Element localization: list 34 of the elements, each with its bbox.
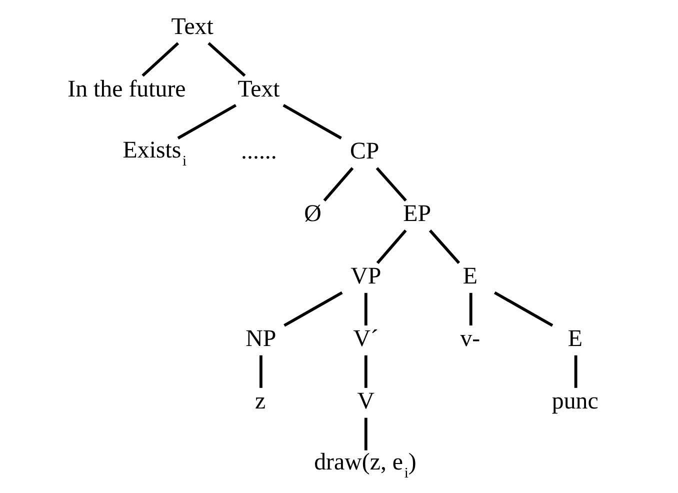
node-text: EP: [403, 201, 432, 228]
node-text: V: [357, 388, 375, 414]
connector: [284, 291, 343, 327]
connector: [469, 292, 472, 326]
connector: [208, 42, 246, 77]
node-text: Text: [238, 76, 280, 102]
node-text: E: [568, 326, 582, 352]
node-text: E: [462, 264, 478, 290]
connector: [494, 291, 554, 327]
connector: [574, 355, 578, 388]
connector: [364, 355, 368, 388]
node-text: NP: [246, 326, 276, 352]
node-text: Text: [171, 14, 214, 40]
connector: [364, 418, 368, 450]
node-text: z: [254, 388, 266, 414]
connector: [323, 167, 354, 202]
node-text: Ø: [304, 201, 322, 228]
node-text: Exists$_{i}$: [122, 137, 187, 170]
connector: [364, 292, 368, 326]
node-text: V´: [353, 326, 379, 352]
connector: [376, 167, 407, 202]
connector: [282, 104, 342, 140]
node-text: CP: [350, 138, 380, 165]
node-text: VP: [350, 264, 382, 290]
node-text: punc: [552, 388, 598, 414]
connector: [142, 42, 180, 77]
connector: [376, 230, 407, 264]
connector: [259, 355, 262, 388]
node-text: v-: [460, 326, 480, 352]
label: ......: [241, 138, 277, 165]
node-text: In the future: [68, 76, 186, 102]
connector: [177, 104, 237, 140]
node-text: draw(z, e$_{i}$): [314, 450, 416, 482]
connector: [428, 230, 460, 264]
